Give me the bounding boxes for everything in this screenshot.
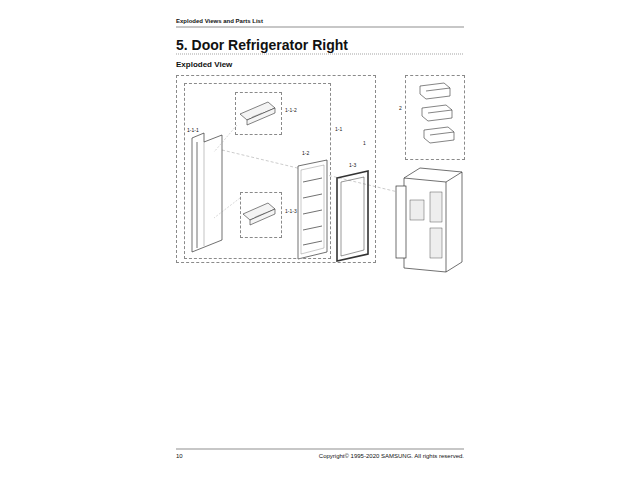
callout-number: 1-1 (335, 127, 342, 132)
section-heading: Exploded View (176, 61, 232, 69)
page-header: Exploded Views and Parts List (176, 18, 263, 24)
footer-rule (176, 449, 464, 450)
page-title: 5. Door Refrigerator Right (176, 38, 348, 52)
door-gasket (337, 171, 368, 261)
door-bins (420, 83, 454, 143)
leader-line (214, 125, 237, 152)
page-number: 10 (176, 453, 183, 459)
group-box: 1-11-1-21-1-3 (184, 83, 331, 259)
callout-number: 1-2 (302, 151, 309, 156)
callout-number: 1-3 (349, 163, 356, 168)
copyright-note: Copyright© 1995-2020 SAMSUNG. All rights… (319, 453, 464, 459)
callout-number: 1-1-3 (285, 209, 297, 214)
group-box: 1 1-1 1-1-2 1-1-3 (176, 75, 376, 263)
callout-number: 1-1-1 (187, 128, 199, 133)
door-panel (192, 133, 222, 252)
callout-number: 2 (399, 106, 402, 111)
refrigerator-body (396, 168, 462, 272)
inset-part (243, 203, 275, 225)
callout-number: 1-1-2 (285, 108, 297, 113)
leader-line (214, 198, 240, 218)
callout-number: 1 (363, 141, 366, 146)
group-box: 2 (405, 75, 465, 160)
header-rule (176, 27, 464, 28)
group-box: 1-1-3 (240, 192, 282, 238)
title-rule (176, 54, 464, 55)
group-box: 1-1-2 (235, 92, 282, 135)
door-liner (298, 160, 327, 259)
inset-part (240, 102, 275, 125)
